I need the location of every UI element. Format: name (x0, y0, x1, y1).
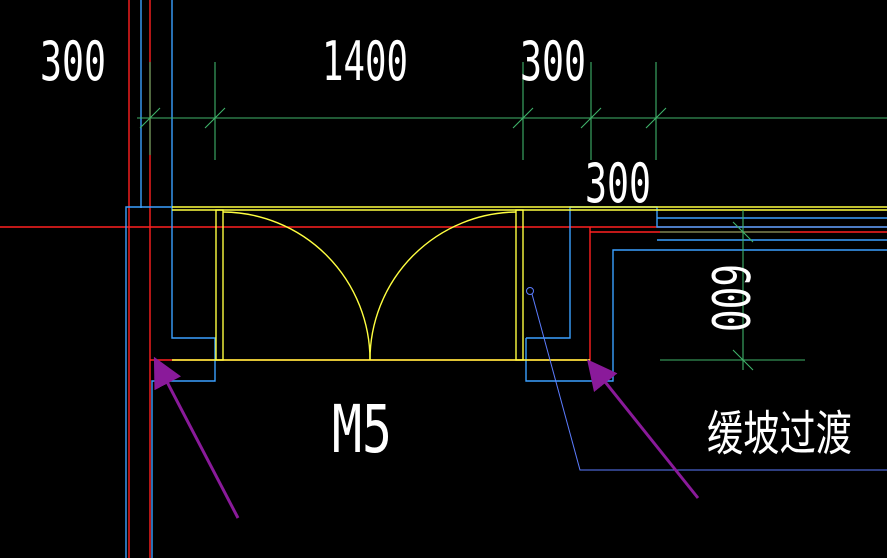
ramp-leader (526, 287, 887, 471)
arrow-left (153, 356, 240, 519)
arrow-right (587, 359, 700, 499)
dim-300-mid: 300 (520, 30, 586, 93)
door-m5 (172, 206, 887, 361)
annotation-arrows (153, 356, 700, 519)
dim-300-right: 300 (585, 152, 651, 215)
wall-outlines (125, 0, 887, 558)
ramp-note: 缓坡过渡 (707, 406, 852, 462)
dim-300-left: 300 (40, 30, 106, 93)
door-tag-m5: M5 (332, 391, 392, 468)
dim-1400: 1400 (322, 30, 408, 93)
dimension-lines (137, 62, 887, 371)
dim-600: 600 (699, 264, 759, 332)
